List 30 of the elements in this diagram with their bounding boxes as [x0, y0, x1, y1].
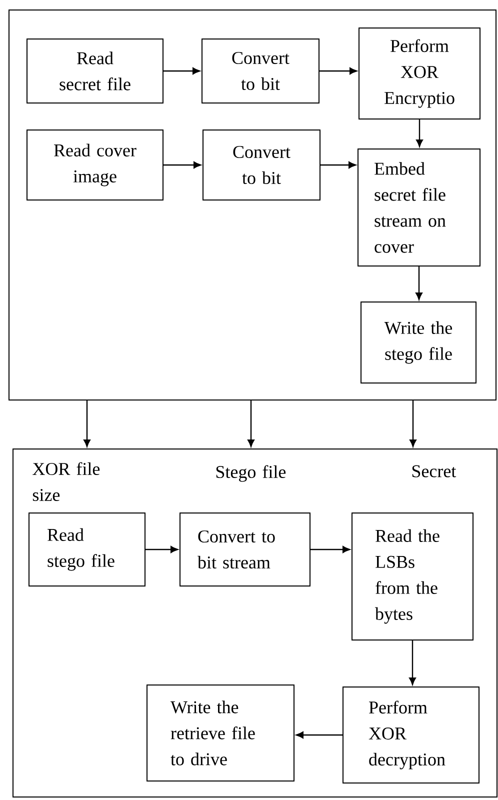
- process-box: Read the LSBs from the bytes: [352, 512, 474, 640]
- process-box: Perform XOR decryption: [342, 686, 480, 784]
- process-box: Read stego file: [28, 512, 146, 586]
- edge-label: Stego file: [216, 465, 286, 482]
- arrow: [320, 162, 356, 168]
- container-box: [8, 10, 496, 400]
- arrow: [416, 266, 422, 300]
- process-box: Write the retrieve file to drive: [146, 684, 294, 782]
- arrow: [84, 400, 90, 447]
- process-box: Embed secret file stream on cover: [358, 148, 480, 266]
- edge-label: XOR file size: [32, 462, 100, 502]
- process-box: Write the stego file: [360, 302, 476, 384]
- arrow: [146, 546, 178, 553]
- arrow: [416, 120, 423, 147]
- process-box: Perform XOR Encryptio: [358, 28, 480, 120]
- process-box: Convert to bit: [202, 38, 320, 104]
- container-box: [12, 448, 498, 798]
- arrow: [248, 400, 254, 447]
- arrow: [410, 400, 416, 447]
- arrow: [310, 546, 350, 553]
- process-box: Convert to bit: [202, 130, 320, 200]
- arrow: [320, 68, 357, 74]
- edge-label: Secret: [412, 465, 456, 478]
- arrow: [164, 162, 201, 168]
- process-box: Read cover image: [26, 130, 164, 200]
- arrow: [164, 68, 200, 74]
- process-box: Convert to bit stream: [180, 512, 310, 586]
- process-box: Read secret file: [26, 38, 164, 104]
- arrow: [296, 732, 342, 738]
- arrow: [409, 640, 416, 685]
